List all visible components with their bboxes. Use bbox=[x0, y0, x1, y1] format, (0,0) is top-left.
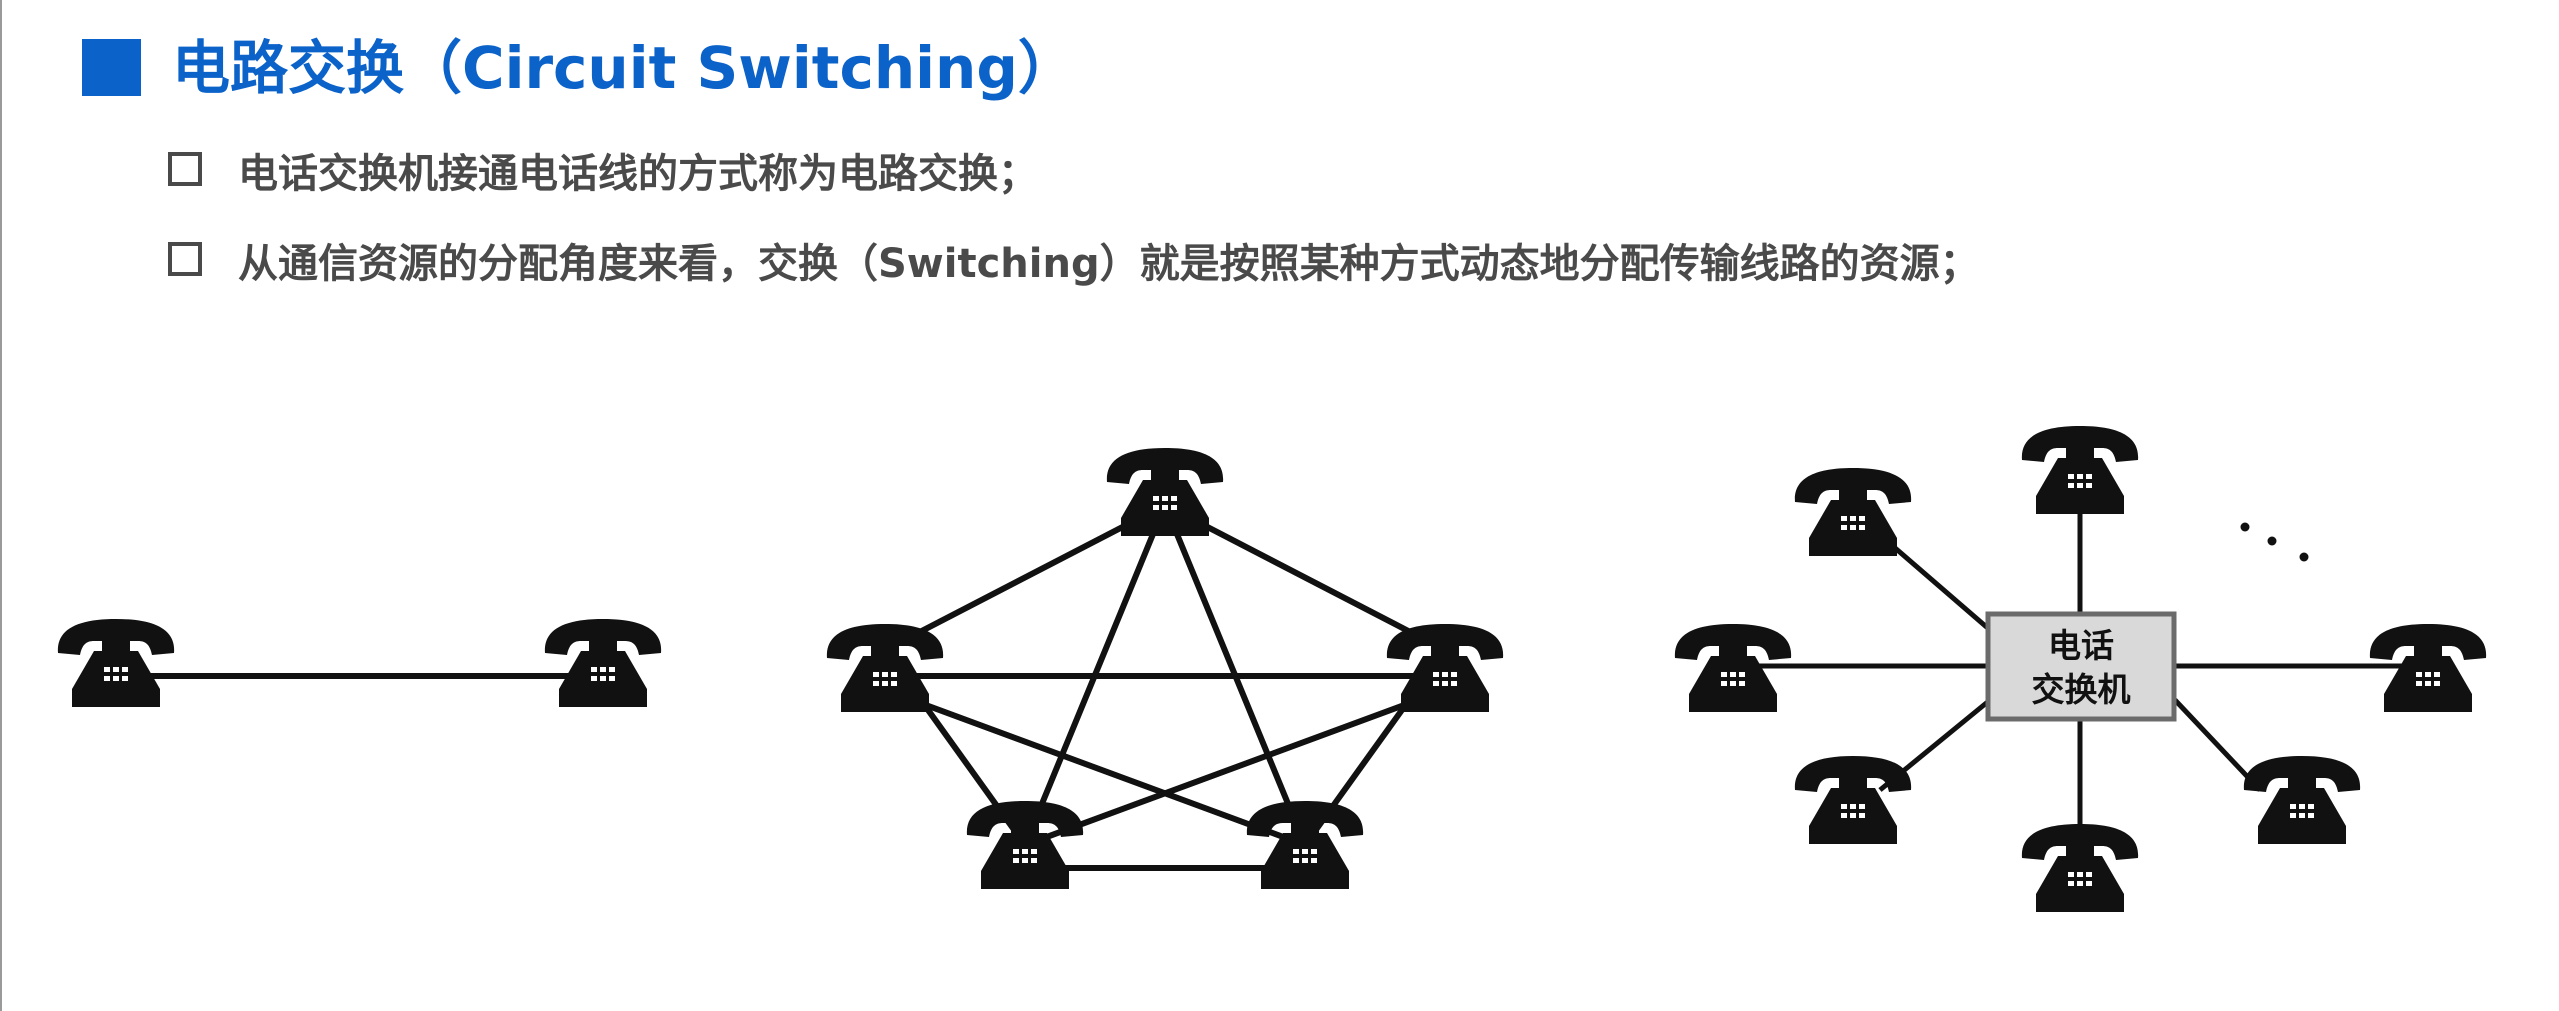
direct-link-diagram bbox=[57, 619, 662, 707]
telephone-icon bbox=[826, 624, 944, 712]
connection-line bbox=[883, 502, 1167, 653]
telephone-icon bbox=[1386, 624, 1504, 712]
telephone-icon bbox=[2243, 756, 2361, 844]
connection-line bbox=[2173, 698, 2262, 792]
telephone-icon bbox=[1246, 801, 1364, 889]
telephone-icon bbox=[966, 801, 1084, 889]
connection-line bbox=[883, 687, 1307, 848]
telephone-switch-box bbox=[1985, 611, 2177, 722]
bullet-text-1: 电话交换机接通电话线的方式称为电路交换； bbox=[238, 151, 1038, 197]
ellipsis-icon bbox=[2240, 522, 2309, 562]
connection-line bbox=[1022, 503, 1168, 847]
telephone-icon bbox=[2021, 824, 2139, 912]
bullet-text-2: 从通信资源的分配角度来看，交换（Switching）就是按照某种方式动态地分配传… bbox=[238, 241, 1980, 287]
full-mesh-diagram bbox=[882, 502, 1448, 871]
connection-line bbox=[1163, 502, 1447, 653]
telephone-icon bbox=[1794, 468, 1912, 556]
switch-label-line2: 交换机 bbox=[2032, 670, 2131, 709]
telephone-icon bbox=[1794, 756, 1912, 844]
telephone-icon bbox=[544, 619, 662, 707]
connection-line bbox=[1162, 503, 1308, 847]
connection-line bbox=[1023, 687, 1447, 848]
telephone-icon bbox=[2021, 426, 2139, 514]
slide-left-border bbox=[0, 0, 2, 1011]
connection-line bbox=[1878, 533, 1992, 632]
slide-title: 电路交换（Circuit Switching） bbox=[172, 34, 1076, 102]
switch-label-line1: 电话 bbox=[2048, 626, 2114, 665]
telephone-icon bbox=[57, 619, 175, 707]
bullet-checkbox-icon bbox=[168, 242, 202, 276]
title-marker bbox=[82, 39, 141, 96]
telephone-icon bbox=[1106, 448, 1224, 536]
bullet-checkbox-icon bbox=[168, 152, 202, 186]
